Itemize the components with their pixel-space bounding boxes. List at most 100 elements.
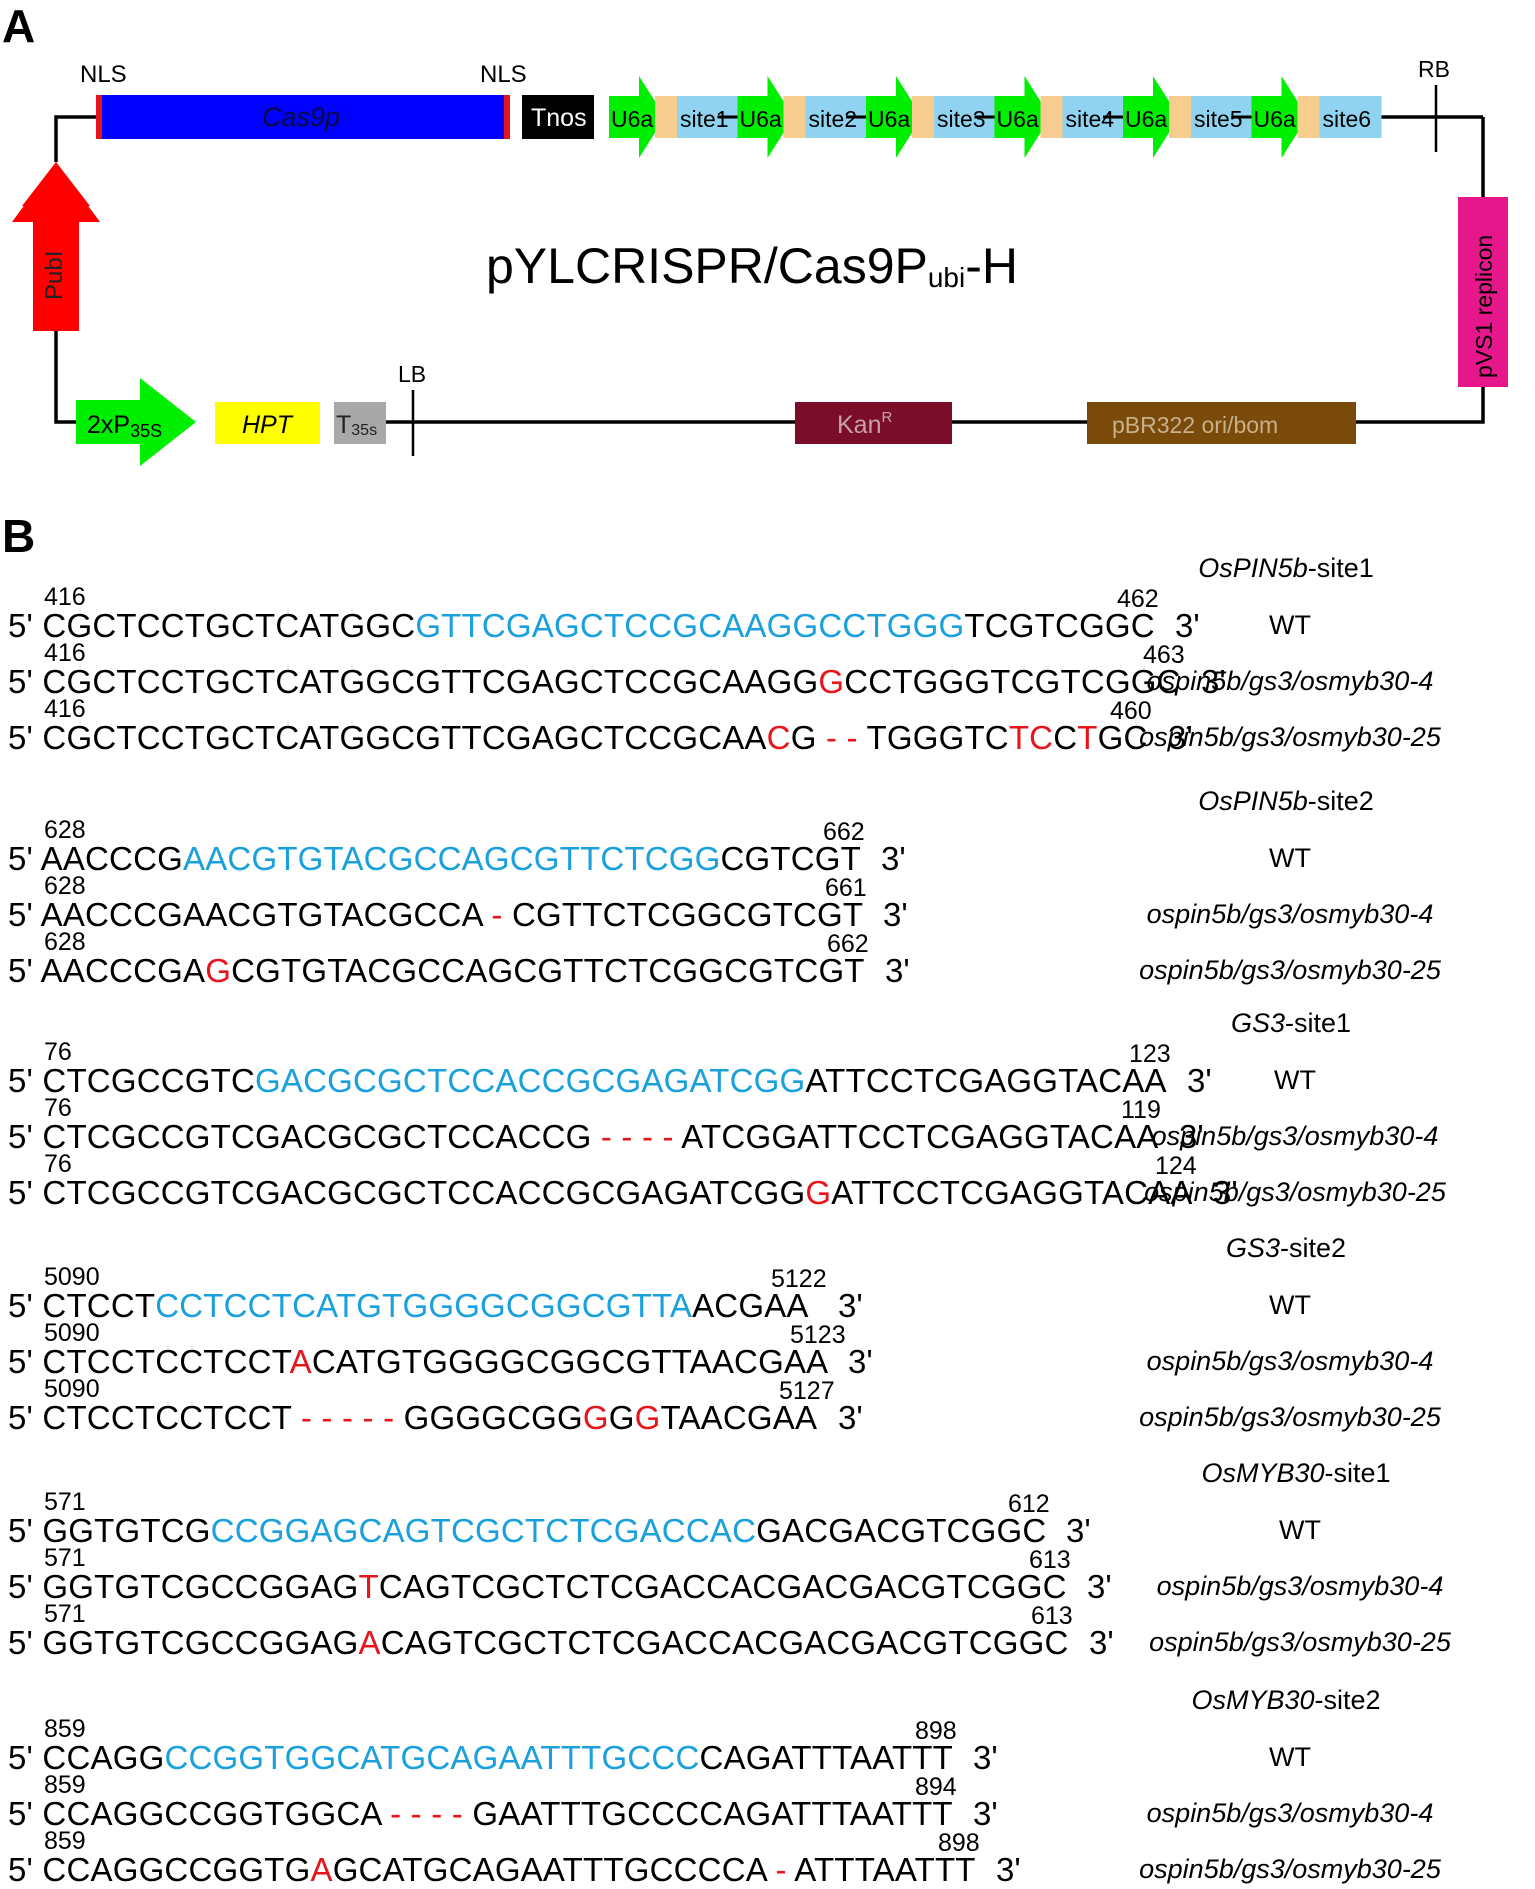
end-position: 5127 <box>779 1377 835 1405</box>
sequence-line: 5' GGTGTCGCCGGAGTCAGTCGCTCTCGACCACGACGAC… <box>8 1568 1067 1606</box>
five-prime: 5' <box>8 1851 43 1888</box>
mutation-mark: C <box>766 719 791 756</box>
mutation-mark: - - - - - <box>300 1399 395 1436</box>
sequence-segment: CGCTCCTGCTCATGGC <box>42 607 416 644</box>
u6a-promoter-arrow <box>1251 76 1308 158</box>
sequence: AACCCGAGCGTGTACGCCAGCGTTCTCGGCGTCGT <box>41 952 865 989</box>
sequence-line: 5' CGCTCCTGCTCATGGCGTTCGAGCTCCGCAACG - -… <box>8 719 1148 757</box>
sequence-segment: CAGTCGCTCTCGACCACGACGACGTCGGC <box>380 1624 1069 1661</box>
five-prime: 5' <box>8 1512 43 1549</box>
three-prime: 3' <box>883 896 908 933</box>
mutant-label: ospin5b/gs3/osmyb30-4 <box>1156 1571 1444 1601</box>
sequence-segment: GACGACGTCGGC <box>756 1512 1047 1549</box>
five-prime: 5' <box>8 1287 43 1324</box>
sequence: CTCCTCCTCCTCATGTGGGGCGGCGTTAACGAA <box>42 1287 808 1324</box>
five-prime: 5' <box>8 1062 43 1099</box>
mutation-mark: A <box>289 1343 312 1380</box>
sequence-segment: AACCCG <box>40 840 183 877</box>
pvs1-replicon-label: pVS1 replicon <box>1471 235 1497 378</box>
start-position: 571 <box>44 1600 86 1628</box>
p35s-promoter-arrow <box>76 378 196 466</box>
five-prime: 5' <box>8 1624 43 1661</box>
nls-right-label: NLS <box>480 61 527 88</box>
start-position: 628 <box>44 928 86 956</box>
cas9p-block <box>96 95 510 139</box>
sequence-segment: ACGAA <box>692 1287 809 1324</box>
three-prime: 3' <box>973 1795 998 1832</box>
kanr-block <box>795 402 952 444</box>
site-header: OsMYB30-site2 <box>1191 1685 1380 1716</box>
mutation-mark: G <box>634 1399 661 1436</box>
start-position: 5090 <box>44 1375 100 1403</box>
end-position: 613 <box>1031 1602 1073 1630</box>
sequence-segment: CTCCT <box>42 1287 156 1324</box>
mutation-mark: - <box>491 896 503 933</box>
u6a-label: U6a <box>1254 106 1296 132</box>
u6a-label: U6a <box>611 106 653 132</box>
u6a-promoter-arrow <box>737 76 794 158</box>
u6a-promoter-arrow <box>609 76 665 158</box>
sequence: CTCGCCGTCGACGCGCTCCACCG - - - - ATCGGATT… <box>42 1118 1158 1155</box>
sequence-segment: CCTGGGTCGTCGGC <box>844 663 1181 700</box>
three-prime: 3' <box>1187 1062 1212 1099</box>
five-prime: 5' <box>8 1399 43 1436</box>
panel-b-letter: B <box>2 510 35 562</box>
start-position: 571 <box>44 1488 86 1516</box>
end-position: 662 <box>823 818 865 846</box>
three-prime: 3' <box>973 1739 998 1776</box>
wt-label: WT <box>1274 1065 1316 1095</box>
three-prime: 3' <box>881 840 906 877</box>
gene-name: GS3 <box>1230 1008 1285 1038</box>
mutation-mark: G <box>805 1174 832 1211</box>
start-position: 76 <box>44 1150 72 1178</box>
sequence-segment: GGTGTCG <box>42 1512 211 1549</box>
sequence-segment: CGTGTACGCCAGCGTTCTCGGCGTCGT <box>231 952 865 989</box>
end-position: 119 <box>1121 1096 1161 1124</box>
sgrna-target-seq: GTTCGAGCTCCGCAAGGCCTGGG <box>415 607 965 644</box>
five-prime: 5' <box>8 1795 43 1832</box>
scaffold-block <box>655 96 677 138</box>
sequence-segment: AACCCGAACGTGTACGCCA <box>40 896 492 933</box>
mutation-mark: A <box>358 1624 381 1661</box>
sequence-segment: CCAGG <box>42 1739 165 1776</box>
five-prime: 5' <box>8 1118 43 1155</box>
mutation-mark: - - - - <box>600 1118 674 1155</box>
panel-a-letter: A <box>2 0 35 52</box>
site-header: GS3-site1 <box>1231 1008 1351 1039</box>
mutant-label: ospin5b/gs3/osmyb30-4 <box>1151 1121 1439 1151</box>
sequence-segment: C <box>1053 719 1078 756</box>
u6a-promoter-arrow <box>994 76 1051 158</box>
sequence-segment: CTCGCCGTCGACGCGCTCCACCGCGAGATCGG <box>42 1174 806 1211</box>
sequence-segment: CGCTCCTGCTCATGGCGTTCGAGCTCCGCAA <box>42 719 767 756</box>
three-prime: 3' <box>996 1851 1021 1888</box>
end-position: 124 <box>1155 1152 1197 1180</box>
target-site-label: site1 <box>680 106 729 132</box>
sequence: CTCGCCGTCGACGCGCTCCACCGCGAGATCGGGATTCCTC… <box>42 1174 1192 1211</box>
start-position: 859 <box>44 1715 86 1743</box>
sequence: AACCCGAACGTGTACGCCA - CGTTCTCGGCGTCGT <box>41 896 864 933</box>
u6a-promoter-arrow <box>1123 76 1179 158</box>
kanr-label: KanR <box>837 409 892 439</box>
end-position: 662 <box>827 930 869 958</box>
sequence-line: 5' AACCCGAACGTGTACGCCA - CGTTCTCGGCGTCGT <box>8 896 863 934</box>
sequence-segment: G <box>608 1399 635 1436</box>
end-position: 462 <box>1117 585 1159 613</box>
mutant-label: ospin5b/gs3/osmyb30-25 <box>1139 1402 1441 1432</box>
sequence-line: 5' CCAGGCCGGTGGCA - - - - GAATTTGCCCCAGA… <box>8 1795 953 1833</box>
pubi-label: PubI <box>41 251 68 300</box>
tnos-block <box>522 95 594 139</box>
site-header: OsMYB30-site1 <box>1201 1458 1390 1489</box>
gene-name: GS3 <box>1225 1233 1280 1263</box>
sequence-segment: CGTTCTCGGCGTCGT <box>502 896 864 933</box>
three-prime: 3' <box>838 1287 863 1324</box>
pvs1-replicon-block <box>1458 197 1508 387</box>
sequence-line: 5' GGTGTCGCCGGAGACAGTCGCTCTCGACCACGACGAC… <box>8 1624 1069 1662</box>
sequence-segment: CTCGCCGTC <box>42 1062 256 1099</box>
u6a-label: U6a <box>997 106 1039 132</box>
p35s-label: 2xP35S <box>87 411 162 441</box>
start-position: 76 <box>44 1094 72 1122</box>
site-suffix: -site2 <box>1314 1685 1381 1715</box>
three-prime: 3' <box>1213 1174 1238 1211</box>
